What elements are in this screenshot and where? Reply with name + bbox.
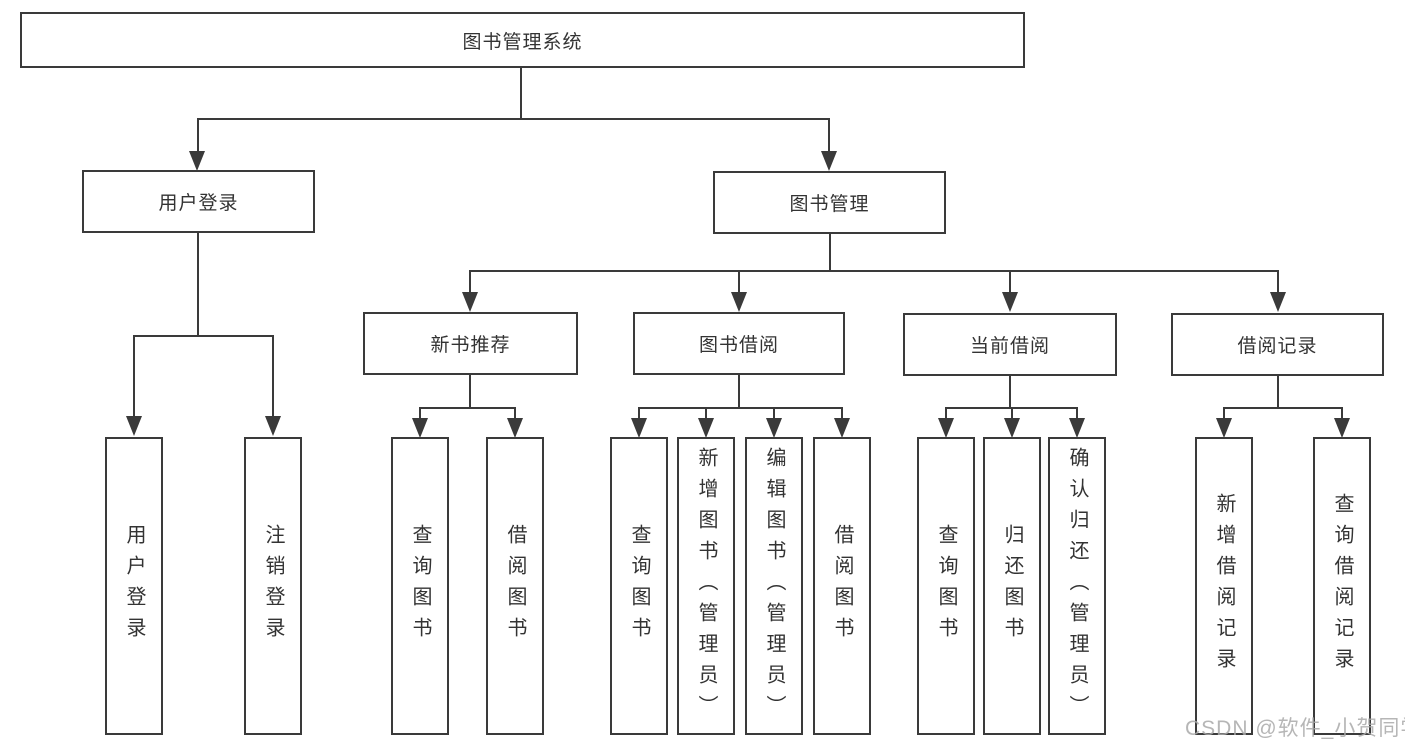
arrow-down-icon — [1002, 292, 1018, 312]
node-book-borrowing: 图书借阅 — [633, 312, 845, 375]
arrow-down-icon — [189, 151, 205, 171]
connector-leaf-stem — [705, 407, 707, 420]
connector-leaf-stem — [419, 407, 421, 420]
arrow-down-icon — [265, 416, 281, 436]
arrow-down-icon — [631, 418, 647, 438]
node-borrow-records: 借阅记录 — [1171, 313, 1384, 376]
connector-book-borrow-stem — [738, 375, 740, 407]
leaf-query-borrow-record: 查询借阅记录 — [1313, 437, 1371, 735]
connector-leaf-stem — [1341, 407, 1343, 420]
arrow-down-icon — [1004, 418, 1020, 438]
connector-leaf-stem — [1011, 407, 1013, 420]
connector-to-new-book — [469, 270, 471, 294]
leaf-confirm-return-admin: 确认归还（管理员） — [1048, 437, 1106, 735]
node-new-book-recommend: 新书推荐 — [363, 312, 578, 375]
leaf-label: 查询图书 — [628, 524, 650, 648]
leaf-label: 确认归还（管理员） — [1066, 446, 1088, 726]
node-book-management: 图书管理 — [713, 171, 946, 234]
connector-leaf-stem — [638, 407, 640, 420]
connector-book-mgmt-hline — [469, 270, 1279, 272]
leaf-label: 查询图书 — [935, 524, 957, 648]
connector-leaf-stem — [1076, 407, 1078, 420]
connector-root-to-user-login — [197, 118, 199, 153]
leaf-label: 归还图书 — [1001, 524, 1023, 648]
arrow-down-icon — [1270, 292, 1286, 312]
connector-to-current-borrow — [1009, 270, 1011, 294]
arrow-down-icon — [126, 416, 142, 436]
leaf-add-books-admin: 新增图书（管理员） — [677, 437, 735, 735]
arrow-down-icon — [507, 418, 523, 438]
csdn-watermark: CSDN @软件_小贺同学 — [1185, 717, 1405, 740]
arrow-down-icon — [731, 292, 747, 312]
arrow-down-icon — [462, 292, 478, 312]
arrow-down-icon — [938, 418, 954, 438]
node-current-borrowing: 当前借阅 — [903, 313, 1117, 376]
connector-leaf-stem — [841, 407, 843, 420]
leaf-label: 编辑图书（管理员） — [763, 446, 785, 726]
leaf-label: 借阅图书 — [504, 524, 526, 648]
leaf-label: 借阅图书 — [831, 524, 853, 648]
leaf-label: 新增借阅记录 — [1213, 493, 1235, 679]
connector-root-hline — [197, 118, 830, 120]
connector-leaf-stem — [773, 407, 775, 420]
leaf-query-books-current: 查询图书 — [917, 437, 975, 735]
connector-current-borrow-stem — [1009, 376, 1011, 407]
leaf-borrow-books: 借阅图书 — [813, 437, 871, 735]
connector-user-login-stem — [197, 233, 199, 335]
leaf-label: 新增图书（管理员） — [695, 446, 717, 726]
leaf-borrow-books-recommend: 借阅图书 — [486, 437, 544, 735]
leaf-return-books: 归还图书 — [983, 437, 1041, 735]
connector-borrow-record-hline — [1223, 407, 1343, 409]
arrow-down-icon — [1334, 418, 1350, 438]
arrow-down-icon — [1069, 418, 1085, 438]
connector-root-stem — [520, 68, 522, 118]
leaf-query-books-borrowing: 查询图书 — [610, 437, 668, 735]
connector-to-leaf-logout — [272, 335, 274, 418]
connector-root-to-book-mgmt — [828, 118, 830, 153]
connector-to-leaf-user-login — [133, 335, 135, 418]
connector-new-book-hline — [419, 407, 516, 409]
leaf-add-borrow-record: 新增借阅记录 — [1195, 437, 1253, 735]
leaf-edit-books-admin: 编辑图书（管理员） — [745, 437, 803, 735]
leaf-logout: 注销登录 — [244, 437, 302, 735]
connector-user-login-hline — [133, 335, 274, 337]
arrow-down-icon — [766, 418, 782, 438]
leaf-label: 查询图书 — [409, 524, 431, 648]
leaf-label: 用户登录 — [123, 524, 145, 648]
connector-new-book-stem — [469, 375, 471, 407]
connector-leaf-stem — [945, 407, 947, 420]
arrow-down-icon — [1216, 418, 1232, 438]
arrow-down-icon — [821, 151, 837, 171]
connector-book-mgmt-stem — [829, 234, 831, 270]
leaf-query-books-recommend: 查询图书 — [391, 437, 449, 735]
connector-leaf-stem — [1223, 407, 1225, 420]
node-library-management-system: 图书管理系统 — [20, 12, 1025, 68]
leaf-label: 查询借阅记录 — [1331, 493, 1353, 679]
connector-to-borrow-record — [1277, 270, 1279, 294]
arrow-down-icon — [698, 418, 714, 438]
connector-leaf-stem — [514, 407, 516, 420]
node-user-login: 用户登录 — [82, 170, 315, 233]
arrow-down-icon — [412, 418, 428, 438]
leaf-label: 注销登录 — [262, 524, 284, 648]
connector-borrow-record-stem — [1277, 376, 1279, 407]
connector-book-borrow-hline — [638, 407, 843, 409]
arrow-down-icon — [834, 418, 850, 438]
connector-to-book-borrow — [738, 270, 740, 294]
leaf-user-login: 用户登录 — [105, 437, 163, 735]
